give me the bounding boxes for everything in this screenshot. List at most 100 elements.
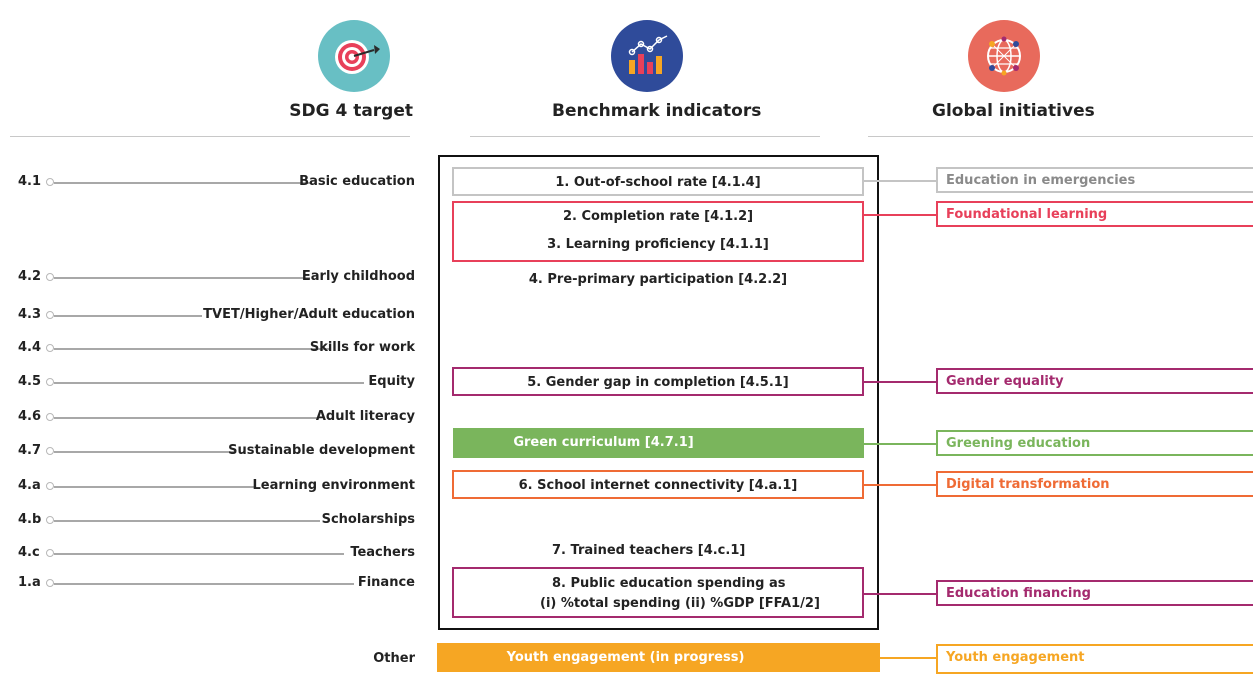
initiative-youth-engagement: Youth engagement bbox=[936, 644, 1253, 674]
indicator-8-line-1: 8. Public education spending as bbox=[552, 576, 786, 591]
header-global-initiatives: Global initiatives bbox=[932, 101, 1095, 121]
target-code: 4.1 bbox=[18, 174, 42, 189]
target-code: 4.2 bbox=[18, 269, 42, 284]
header-rule-right bbox=[868, 136, 1253, 137]
indicator-5: 5. Gender gap in completion [4.5.1] bbox=[527, 375, 789, 390]
target-dot bbox=[46, 378, 54, 386]
initiative-education-in-emergencies: Education in emergencies bbox=[936, 167, 1253, 193]
target-code: 4.3 bbox=[18, 307, 42, 322]
target-row-4-c: 4.c Teachers bbox=[0, 541, 420, 565]
target-dot bbox=[46, 447, 54, 455]
target-label: Basic education bbox=[299, 174, 415, 189]
header-rule-middle bbox=[470, 136, 820, 137]
target-label: Equity bbox=[368, 374, 415, 389]
target-dot bbox=[46, 549, 54, 557]
initiative-label: Greening education bbox=[946, 436, 1091, 451]
target-label: Skills for work bbox=[309, 340, 415, 355]
indicator-box-1: 1. Out-of-school rate [4.1.4] bbox=[452, 167, 864, 196]
target-label: Sustainable development bbox=[228, 443, 415, 458]
target-row-4-1: 4.1 Basic education bbox=[0, 170, 420, 194]
target-code: 4.c bbox=[18, 545, 40, 560]
benchmark-frame bbox=[438, 155, 879, 630]
indicator-4: 4. Pre-primary participation [4.2.2] bbox=[528, 272, 788, 287]
target-label: Early childhood bbox=[301, 269, 415, 284]
target-connector bbox=[54, 583, 354, 585]
indicator-1: 1. Out-of-school rate [4.1.4] bbox=[555, 175, 761, 190]
target-label: Finance bbox=[357, 575, 415, 590]
target-label: TVET/Higher/Adult education bbox=[203, 307, 415, 322]
target-connector bbox=[54, 382, 364, 384]
target-connector bbox=[54, 417, 318, 419]
target-dot bbox=[46, 413, 54, 421]
target-label: Teachers bbox=[350, 545, 415, 560]
target-connector bbox=[54, 451, 234, 453]
target-row-1-a: 1.a Finance bbox=[0, 571, 420, 595]
green-curriculum-bar: Green curriculum [4.7.1] bbox=[453, 428, 864, 458]
target-row-4-5: 4.5 Equity bbox=[0, 370, 420, 394]
connector-gender bbox=[864, 381, 936, 383]
target-dot bbox=[46, 311, 54, 319]
indicator-box-2-3: 2. Completion rate [4.1.2] 3. Learning p… bbox=[452, 201, 864, 262]
initiative-greening-education: Greening education bbox=[936, 430, 1253, 456]
initiative-label: Youth engagement bbox=[946, 650, 1085, 665]
target-code: 4.4 bbox=[18, 340, 42, 355]
initiative-label: Foundational learning bbox=[946, 207, 1108, 222]
initiative-label: Education in emergencies bbox=[946, 173, 1136, 188]
youth-engagement-bar: Youth engagement (in progress) bbox=[437, 643, 880, 672]
globe-network-icon bbox=[968, 20, 1040, 92]
indicator-2: 2. Completion rate [4.1.2] bbox=[562, 209, 754, 224]
initiative-gender-equality: Gender equality bbox=[936, 368, 1253, 394]
indicator-6: 6. School internet connectivity [4.a.1] bbox=[518, 478, 798, 493]
target-row-4-6: 4.6 Adult literacy bbox=[0, 405, 420, 429]
target-connector bbox=[54, 277, 310, 279]
target-connector bbox=[54, 553, 344, 555]
target-label: Scholarships bbox=[321, 512, 415, 527]
indicator-box-6: 6. School internet connectivity [4.a.1] bbox=[452, 470, 864, 499]
target-label: Learning environment bbox=[252, 478, 415, 493]
youth-engagement-label: Youth engagement (in progress) bbox=[506, 650, 745, 665]
connector-emergencies bbox=[864, 180, 936, 182]
target-row-4-7: 4.7 Sustainable development bbox=[0, 439, 420, 463]
target-code: 4.b bbox=[18, 512, 42, 527]
initiative-label: Gender equality bbox=[946, 374, 1064, 389]
connector-digital bbox=[864, 484, 936, 486]
initiative-digital-transformation: Digital transformation bbox=[936, 471, 1253, 497]
target-dot bbox=[46, 273, 54, 281]
connector-foundational bbox=[864, 214, 936, 216]
target-code: 4.5 bbox=[18, 374, 42, 389]
target-dot bbox=[46, 579, 54, 587]
indicator-box-5: 5. Gender gap in completion [4.5.1] bbox=[452, 367, 864, 396]
indicator-box-8: 8. Public education spending as (i) %tot… bbox=[452, 567, 864, 618]
target-connector bbox=[54, 348, 330, 350]
target-code: 4.6 bbox=[18, 409, 42, 424]
target-icon bbox=[318, 20, 390, 92]
connector-financing bbox=[864, 593, 936, 595]
target-connector bbox=[54, 182, 310, 184]
other-label: Other bbox=[373, 651, 415, 666]
target-label: Adult literacy bbox=[315, 409, 415, 424]
target-code: 1.a bbox=[18, 575, 41, 590]
target-row-4-2: 4.2 Early childhood bbox=[0, 265, 420, 289]
connector-youth bbox=[880, 657, 936, 659]
target-connector bbox=[54, 520, 320, 522]
target-row-4-3: 4.3 TVET/Higher/Adult education bbox=[0, 303, 420, 327]
initiative-foundational-learning: Foundational learning bbox=[936, 201, 1253, 227]
indicator-7: 7. Trained teachers [4.c.1] bbox=[552, 543, 746, 558]
target-dot bbox=[46, 482, 54, 490]
target-row-4-b: 4.b Scholarships bbox=[0, 508, 420, 532]
target-dot bbox=[46, 516, 54, 524]
initiative-education-financing: Education financing bbox=[936, 580, 1253, 606]
target-connector bbox=[54, 315, 202, 317]
green-curriculum-label: Green curriculum [4.7.1] bbox=[513, 435, 694, 450]
header-benchmark-indicators: Benchmark indicators bbox=[552, 101, 762, 121]
target-row-4-a: 4.a Learning environment bbox=[0, 474, 420, 498]
header-sdg-target: SDG 4 target bbox=[289, 101, 413, 121]
target-dot bbox=[46, 178, 54, 186]
initiative-label: Digital transformation bbox=[946, 477, 1110, 492]
initiative-label: Education financing bbox=[946, 586, 1091, 601]
indicator-8-line-2: (i) %total spending (ii) %GDP [FFA1/2] bbox=[540, 596, 820, 611]
indicator-3: 3. Learning proficiency [4.1.1] bbox=[547, 237, 769, 252]
connector-greening bbox=[864, 443, 936, 445]
header-rule-left bbox=[10, 136, 410, 137]
target-code: 4.a bbox=[18, 478, 41, 493]
